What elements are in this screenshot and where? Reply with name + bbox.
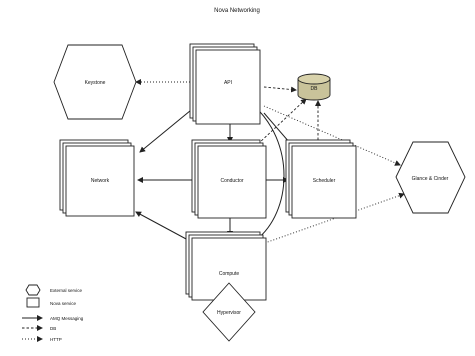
conductor-label: Conductor bbox=[220, 178, 243, 184]
scheduler-label: Scheduler bbox=[313, 178, 336, 184]
api-to-db-connector bbox=[263, 86, 297, 93]
conductor-node: Conductor bbox=[191, 139, 267, 219]
api-node: API bbox=[189, 43, 261, 125]
legend-nova-service: Nova service bbox=[26, 297, 77, 308]
api-to-network-connector bbox=[139, 105, 197, 153]
conductor-to-db-connector bbox=[257, 98, 307, 145]
legend-amqp-label: AMQ Messaging bbox=[50, 316, 84, 321]
compute-to-network-connector bbox=[135, 211, 189, 241]
api-to-compute-connector bbox=[251, 103, 285, 241]
legend-db: DB bbox=[22, 325, 56, 331]
api-label: API bbox=[224, 80, 232, 86]
keystone-node: Keystone bbox=[53, 44, 137, 120]
compute-to-glance-connector bbox=[261, 192, 405, 245]
glance-cinder-node: Glance & Cinder bbox=[395, 141, 466, 214]
db-cylinder-body bbox=[297, 79, 331, 101]
glance-cinder-label: Glance & Cinder bbox=[412, 176, 449, 182]
scheduler-node: Scheduler bbox=[285, 139, 357, 219]
api-to-glance-connector bbox=[263, 105, 401, 166]
db-cylinder-top bbox=[297, 73, 331, 85]
network-label: Network bbox=[91, 178, 110, 184]
legend-nova-service-label: Nova service bbox=[50, 301, 77, 306]
legend-http: HTTP bbox=[22, 336, 62, 342]
legend-http-label: HTTP bbox=[50, 337, 62, 342]
hypervisor-node: Hypervisor bbox=[202, 282, 256, 342]
compute-node: Compute bbox=[185, 231, 267, 301]
legend-external-service: External service bbox=[25, 284, 83, 296]
db-label: DB bbox=[311, 86, 319, 92]
legend: External service Nova service AMQ Messag… bbox=[22, 284, 84, 342]
keystone-label: Keystone bbox=[85, 80, 106, 86]
compute-label: Compute bbox=[219, 271, 240, 277]
legend-amqp: AMQ Messaging bbox=[22, 315, 84, 321]
legend-db-label: DB bbox=[50, 326, 56, 331]
legend-external-service-label: External service bbox=[50, 288, 83, 293]
network-node: Network bbox=[59, 139, 135, 217]
db-node: DB bbox=[297, 73, 331, 101]
diagram-title: Nova Networking bbox=[214, 8, 260, 14]
hypervisor-label: Hypervisor bbox=[217, 310, 241, 316]
